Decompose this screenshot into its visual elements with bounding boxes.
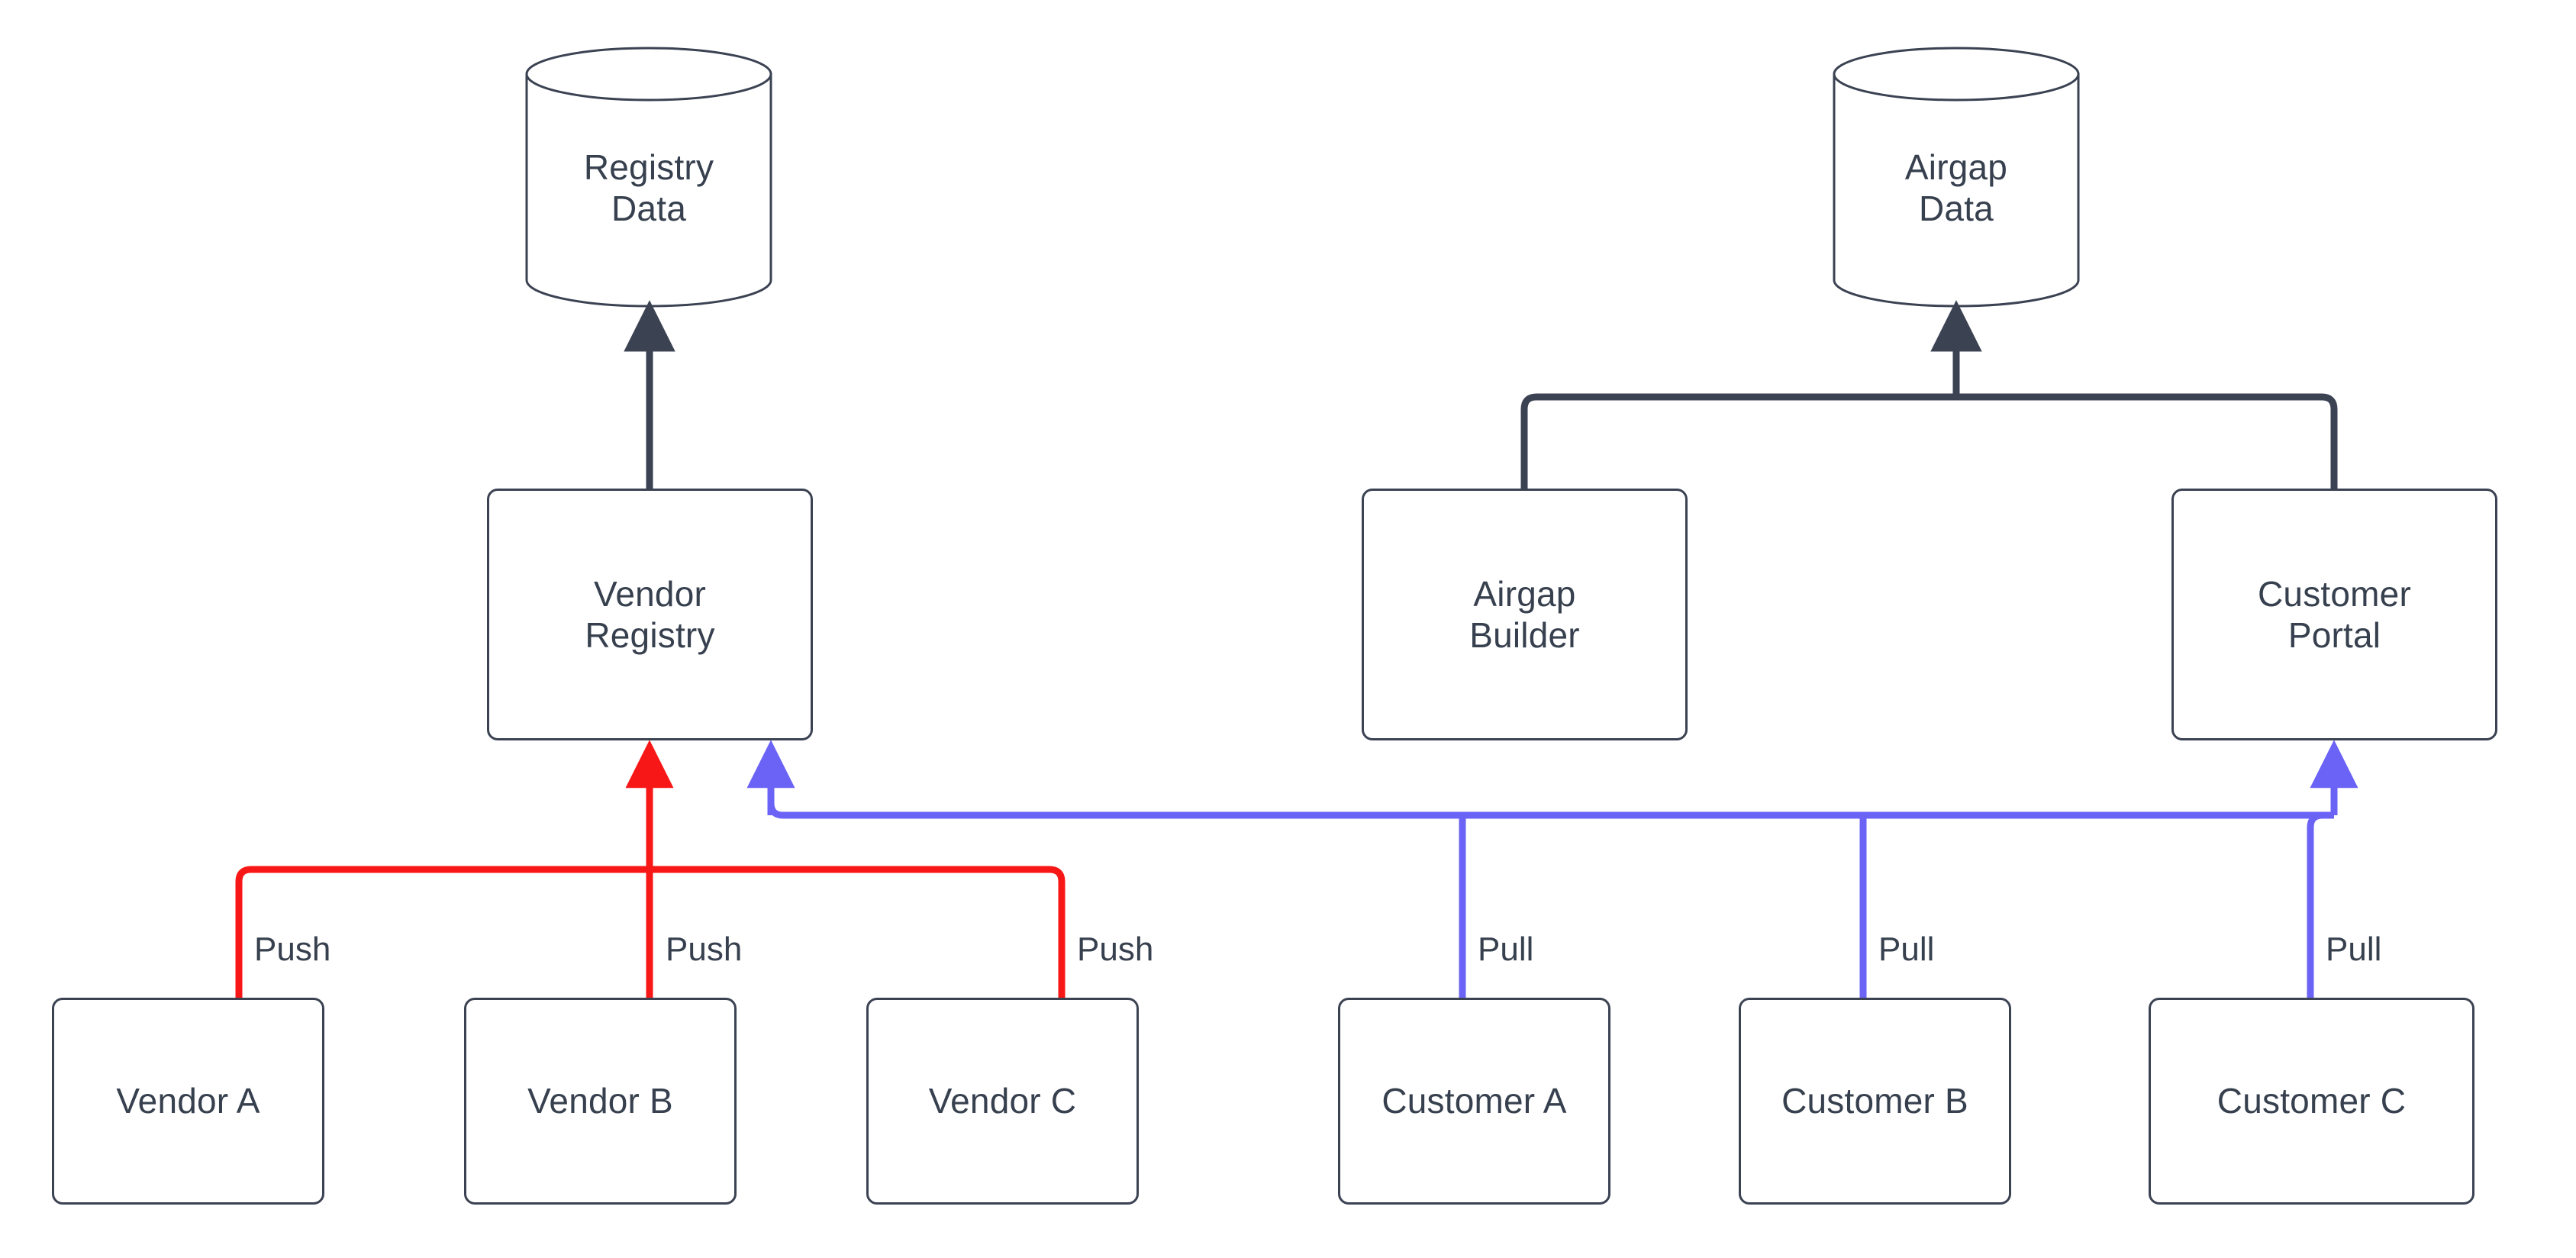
airgap-data-cylinder-shape	[1833, 47, 2080, 308]
customer-b-label: Customer B	[1781, 1081, 1968, 1121]
customer-portal-label: Customer Portal	[2258, 573, 2411, 656]
registry-data-line2: Data	[611, 189, 686, 228]
airgap-data-store[interactable]: Airgap Data	[1834, 48, 2078, 306]
customer-portal-line1: Customer	[2258, 573, 2411, 614]
connector-airgap-builder-to-airgap-data	[1520, 393, 1956, 489]
customer-b-node[interactable]: Customer B	[1739, 998, 2011, 1205]
airgap-builder-line1: Airgap	[1473, 573, 1576, 614]
connector-customer-c-pull	[2307, 811, 2323, 998]
connector-vendor-c-push	[650, 866, 1066, 998]
edge-label-pull-customer-a: Pull	[1478, 931, 1534, 968]
registry-data-store[interactable]: Registry Data	[527, 48, 771, 306]
registry-data-line1: Registry	[583, 147, 714, 187]
customer-portal-node[interactable]: Customer Portal	[2171, 489, 2497, 740]
edge-label-pull-customer-b: Pull	[1878, 931, 1935, 968]
vendor-c-label: Vendor C	[928, 1081, 1077, 1121]
vendor-registry-node[interactable]: Vendor Registry	[487, 489, 813, 740]
vendor-a-label: Vendor A	[116, 1081, 260, 1121]
customer-portal-line2: Portal	[2287, 615, 2381, 655]
vendor-b-label: Vendor B	[527, 1081, 673, 1121]
vendor-registry-line1: Vendor	[594, 573, 706, 614]
airgap-data-line1: Airgap	[1904, 147, 2008, 187]
registry-data-cylinder-shape	[525, 47, 772, 308]
edge-label-push-vendor-a: Push	[254, 931, 331, 968]
airgap-builder-label: Airgap Builder	[1469, 573, 1580, 656]
vendor-registry-label: Vendor Registry	[585, 573, 714, 656]
registry-data-label: Registry Data	[584, 125, 714, 230]
airgap-data-line2: Data	[1919, 189, 1994, 228]
vendor-a-node[interactable]: Vendor A	[52, 998, 324, 1205]
customer-c-node[interactable]: Customer C	[2149, 998, 2474, 1205]
customer-a-label: Customer A	[1381, 1081, 1567, 1121]
vendor-registry-line2: Registry	[585, 615, 715, 655]
edge-label-push-vendor-c: Push	[1077, 931, 1154, 968]
vendor-c-node[interactable]: Vendor C	[866, 998, 1139, 1205]
customer-a-node[interactable]: Customer A	[1338, 998, 1610, 1205]
airgap-data-label: Airgap Data	[1905, 125, 2007, 230]
customer-c-label: Customer C	[2217, 1081, 2407, 1121]
airgap-builder-line2: Builder	[1469, 615, 1580, 655]
edge-label-pull-customer-c: Pull	[2326, 931, 2382, 968]
edge-label-push-vendor-b: Push	[666, 931, 743, 968]
connector-customer-portal-to-airgap-data	[1956, 393, 2338, 489]
connector-vendor-a-push	[235, 866, 650, 998]
vendor-b-node[interactable]: Vendor B	[464, 998, 737, 1205]
airgap-builder-node[interactable]: Airgap Builder	[1362, 489, 1688, 740]
